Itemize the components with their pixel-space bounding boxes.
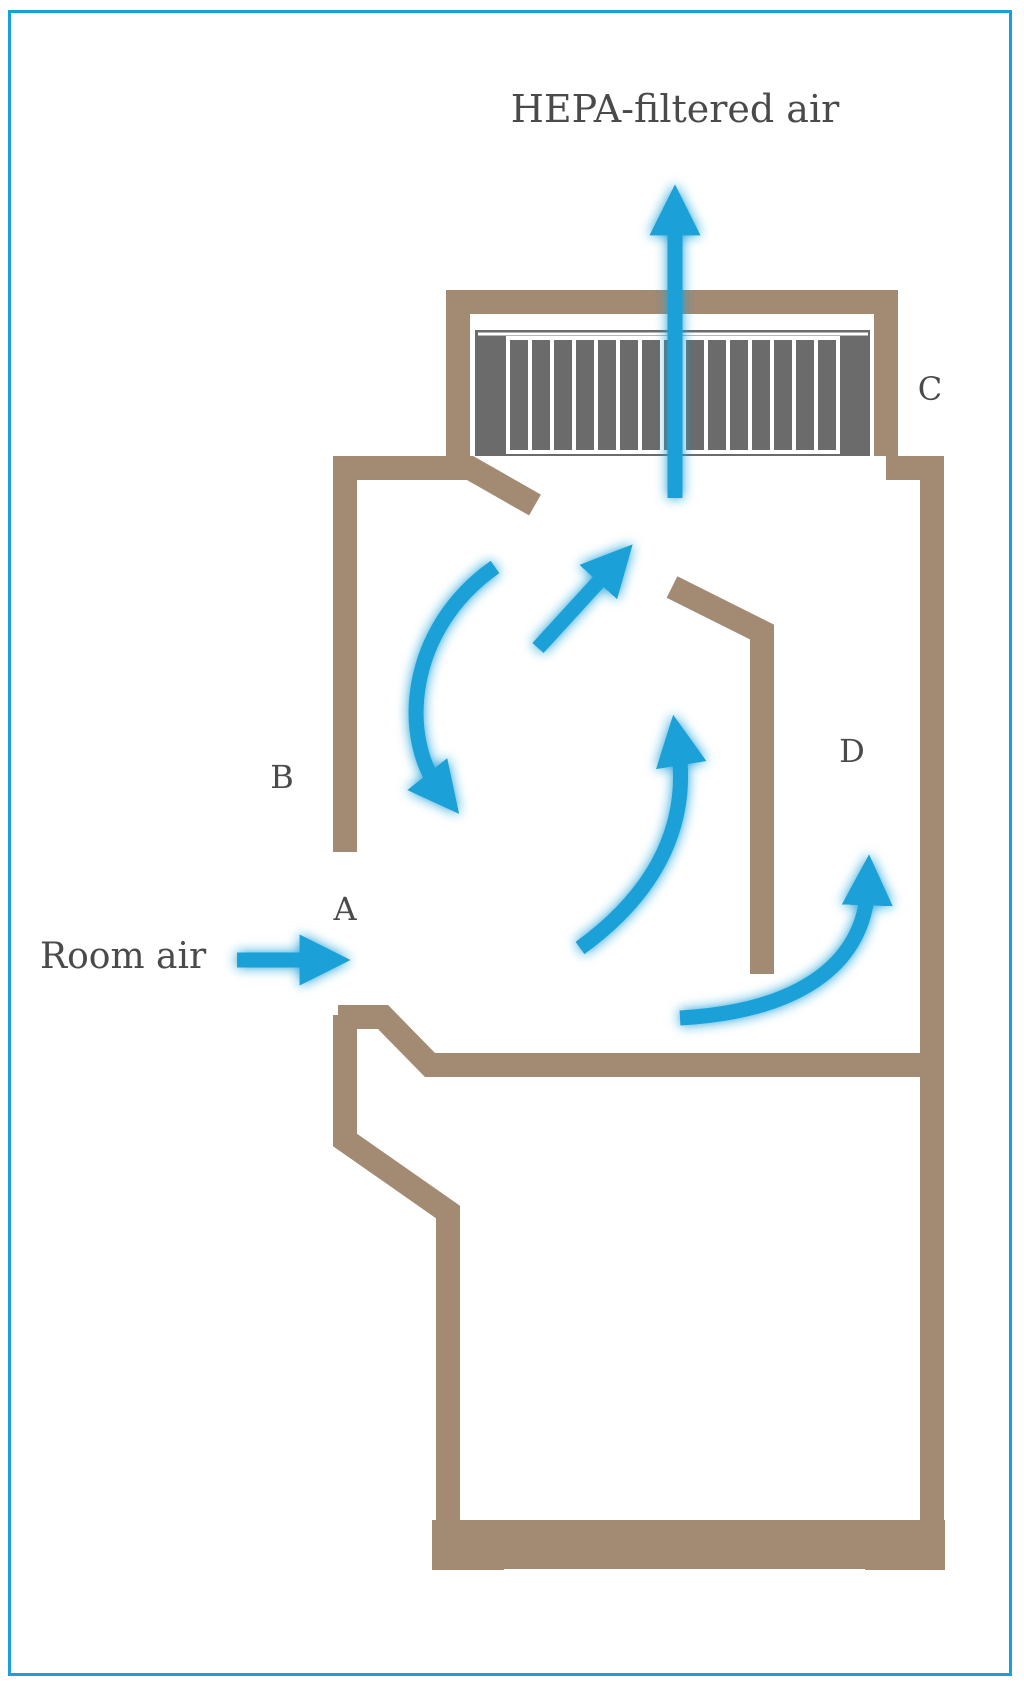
lower-cabinet-body <box>333 1015 944 1569</box>
room-air-label: Room air <box>40 936 207 977</box>
rear-up-arrow <box>679 854 893 1026</box>
diagram-frame <box>8 10 1012 1676</box>
right-outer-wall <box>886 456 944 1078</box>
cabinet-base <box>432 1520 945 1552</box>
label-d: D <box>839 732 865 770</box>
rear-baffle <box>666 576 774 974</box>
label-b: B <box>270 758 294 796</box>
label-c: C <box>918 370 942 408</box>
work-surface <box>338 1005 932 1077</box>
diagonal-up-arrow <box>532 544 633 654</box>
label-a: A <box>332 890 357 928</box>
hepa-filtered-air-label: HEPA-filtered air <box>511 87 840 131</box>
center-up-arrow <box>575 714 707 955</box>
cabinet-walls <box>333 290 944 1569</box>
front-sash-wall <box>333 456 541 852</box>
recirculation-arrow-down <box>407 560 500 814</box>
airflow-arrows <box>237 184 893 1026</box>
